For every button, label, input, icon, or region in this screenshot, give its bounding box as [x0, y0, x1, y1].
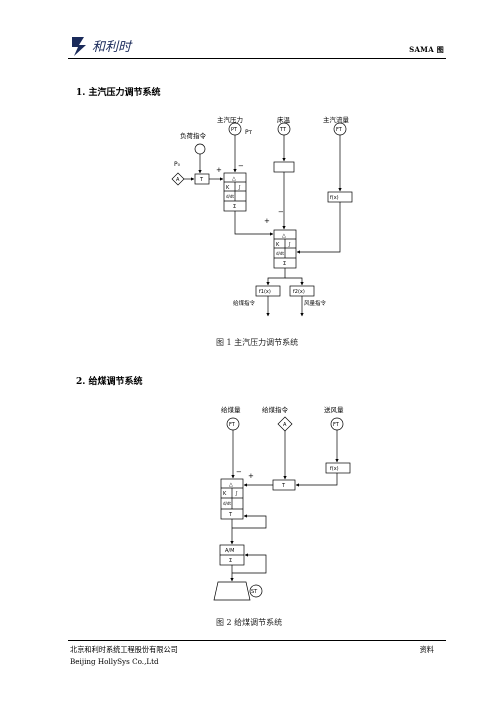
pt-tag: PT: [231, 127, 238, 133]
pid2-i: ∫: [288, 242, 291, 248]
f2x-label: f2(x): [293, 289, 305, 295]
pid1-sigma: Σ: [233, 204, 236, 210]
figure2-caption: 图 2 给煤调节系统: [216, 618, 283, 627]
label-air-flow: 送风量: [324, 405, 344, 414]
sign-minus-3: −: [236, 468, 242, 476]
ft-tag: FT: [336, 127, 343, 133]
sign-plus-2: +: [264, 217, 270, 225]
label-p0: P₀: [174, 161, 181, 168]
label-air-command: 风量指令: [304, 299, 327, 307]
sign-minus-1: −: [238, 162, 244, 170]
section2-title: 2. 给煤调节系统: [76, 377, 143, 387]
header-divider: [68, 58, 446, 59]
label-coal-command: 给煤指令: [233, 299, 256, 307]
pid1-k: K: [226, 185, 230, 191]
pid2-k: K: [276, 242, 280, 248]
pid1-delta: △: [232, 176, 236, 182]
st-tag: ST: [251, 589, 258, 595]
label-main-pressure: 主汽压力: [217, 115, 243, 124]
label-main-flow: 主汽流量: [323, 115, 350, 124]
pid2-sigma: Σ: [283, 261, 286, 267]
f1x-label: f1(x): [259, 289, 271, 295]
a-tag: A: [176, 177, 180, 183]
pid3-i: ∫: [235, 491, 238, 497]
figure1-caption: 图 1 主汽压力调节系统: [216, 338, 299, 347]
pid2-dt: d/dt: [276, 251, 284, 256]
fx-label-2: f(x): [330, 466, 339, 472]
pid3-t: T: [228, 512, 233, 518]
pid2-delta: △: [282, 233, 286, 239]
label-coal-command2: 给煤指令: [262, 405, 289, 414]
label-bed-temp: 床温: [277, 115, 291, 124]
tt-tag: TT: [279, 127, 287, 133]
am-label: A/M: [225, 548, 234, 554]
pid3-dt: d/dt: [223, 501, 231, 506]
sign-minus-2: −: [278, 208, 284, 216]
svg-text:和利时: 和利时: [92, 40, 133, 55]
t-tag: T: [199, 177, 204, 183]
ft-tag-1: FT: [229, 422, 236, 428]
footer-divider: [68, 640, 446, 641]
hollysys-logo: 和利时: [72, 37, 133, 56]
pid1-dt: d/dt: [226, 194, 234, 199]
footer-right-label: 资料: [419, 645, 434, 654]
pid1-i: ∫: [238, 185, 241, 191]
header-title: SAMA 图: [409, 45, 444, 54]
label-coal-flow: 给煤量: [221, 405, 241, 414]
pid3-k: K: [223, 491, 227, 497]
section1-title: 1. 主汽压力调节系统: [76, 88, 161, 98]
diagram-coal-feed: 给煤量 给煤指令 送风量 FT A FT f(x) T △ K ∫ d/dt T…: [213, 405, 351, 601]
t-tag-2: T: [281, 483, 286, 489]
label-load-command: 负荷指令: [180, 131, 207, 140]
a-tag-2: A: [283, 422, 287, 428]
fx-label: f(x): [330, 195, 339, 201]
ft-tag-2: FT: [333, 422, 340, 428]
diagram-main-steam-pressure: 负荷指令 主汽压力 床温 主汽流量 P₀ Pт PT TT FT A T f(x…: [171, 115, 353, 317]
am-sigma: Σ: [229, 558, 232, 564]
pid3-delta: △: [229, 482, 233, 488]
sign-plus-3: +: [248, 472, 254, 480]
label-pt: Pт: [245, 129, 253, 136]
footer-company-en: Beijing HollySys Co.,Ltd: [70, 657, 159, 666]
sign-plus-1: +: [216, 166, 222, 174]
footer-company-cn: 北京和利时系统工程股份有限公司: [70, 645, 178, 654]
